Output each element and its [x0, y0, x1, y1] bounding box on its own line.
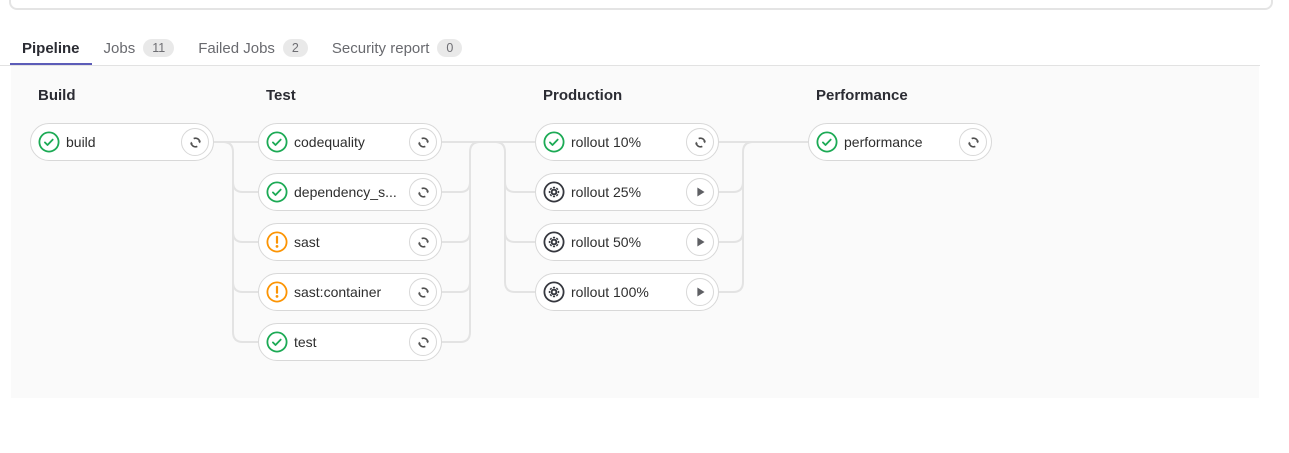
job-build[interactable]: build — [30, 123, 214, 161]
job-sast-container[interactable]: sast:container — [258, 273, 442, 311]
play-icon — [693, 235, 707, 249]
retry-button[interactable] — [959, 128, 987, 156]
retry-button[interactable] — [409, 128, 437, 156]
tab-count-badge: 2 — [282, 38, 308, 58]
tab-label: Failed Jobs — [198, 39, 275, 57]
job-rollout-100[interactable]: rollout 100% — [535, 273, 719, 311]
tab-jobs[interactable]: Jobs 11 — [92, 30, 187, 66]
retry-icon — [188, 135, 203, 150]
pipeline-tab-bar: Pipeline Jobs 11 Failed Jobs 2 Security repor… — [10, 30, 474, 66]
play-icon — [693, 285, 707, 299]
play-icon — [693, 185, 707, 199]
retry-button[interactable] — [409, 228, 437, 256]
status-warning-icon — [266, 231, 288, 253]
job-label: rollout 10% — [571, 134, 642, 150]
retry-icon — [416, 135, 431, 150]
play-button[interactable] — [686, 178, 714, 206]
tab-pipeline[interactable]: Pipeline — [10, 30, 92, 66]
retry-icon — [416, 285, 431, 300]
job-label: sast — [294, 234, 320, 250]
retry-icon — [966, 135, 981, 150]
retry-button[interactable] — [409, 278, 437, 306]
status-manual-icon — [543, 181, 565, 203]
retry-icon — [416, 185, 431, 200]
job-codequality[interactable]: codequality — [258, 123, 442, 161]
job-label: codequality — [294, 134, 365, 150]
job-dependency-s[interactable]: dependency_s... — [258, 173, 442, 211]
stage-header-production: Production — [543, 87, 623, 104]
tab-count-badge: 0 — [437, 38, 463, 58]
status-success-icon — [266, 331, 288, 353]
job-performance[interactable]: performance — [808, 123, 992, 161]
job-label: rollout 25% — [571, 184, 642, 200]
retry-button[interactable] — [409, 328, 437, 356]
status-success-icon — [543, 131, 565, 153]
tab-security-report[interactable]: Security report 0 — [320, 30, 475, 66]
play-button[interactable] — [686, 228, 714, 256]
retry-icon — [416, 235, 431, 250]
job-rollout-25[interactable]: rollout 25% — [535, 173, 719, 211]
job-rollout-10[interactable]: rollout 10% — [535, 123, 719, 161]
job-test[interactable]: test — [258, 323, 442, 361]
tab-label: Jobs — [103, 39, 136, 57]
stage-header-build: Build — [38, 87, 76, 104]
status-success-icon — [38, 131, 60, 153]
tab-failed-jobs[interactable]: Failed Jobs 2 — [186, 30, 320, 66]
job-label: build — [66, 134, 96, 150]
tab-label: Security report — [331, 39, 430, 57]
status-success-icon — [816, 131, 838, 153]
tab-bar-divider — [0, 65, 1260, 66]
retry-icon — [693, 135, 708, 150]
stage-header-test: Test — [266, 87, 296, 104]
retry-button[interactable] — [686, 128, 714, 156]
job-label: dependency_s... — [294, 184, 397, 200]
pipeline-graph-panel: Build build Test codequality dependency_s...… — [11, 66, 1259, 398]
status-warning-icon — [266, 281, 288, 303]
status-success-icon — [266, 131, 288, 153]
play-button[interactable] — [686, 278, 714, 306]
retry-icon — [416, 335, 431, 350]
status-manual-icon — [543, 231, 565, 253]
job-label: performance — [844, 134, 923, 150]
summary-box-bottom-edge — [9, 0, 1273, 10]
job-label: test — [294, 334, 317, 350]
job-label: rollout 50% — [571, 234, 642, 250]
status-success-icon — [266, 181, 288, 203]
job-rollout-50[interactable]: rollout 50% — [535, 223, 719, 261]
tab-label: Pipeline — [22, 39, 80, 57]
retry-button[interactable] — [181, 128, 209, 156]
status-manual-icon — [543, 281, 565, 303]
job-sast[interactable]: sast — [258, 223, 442, 261]
stage-header-performance: Performance — [816, 87, 908, 104]
retry-button[interactable] — [409, 178, 437, 206]
job-label: rollout 100% — [571, 284, 649, 300]
tab-count-badge: 11 — [143, 38, 175, 58]
job-label: sast:container — [294, 284, 382, 300]
pipeline-connector-lines — [214, 141, 808, 343]
